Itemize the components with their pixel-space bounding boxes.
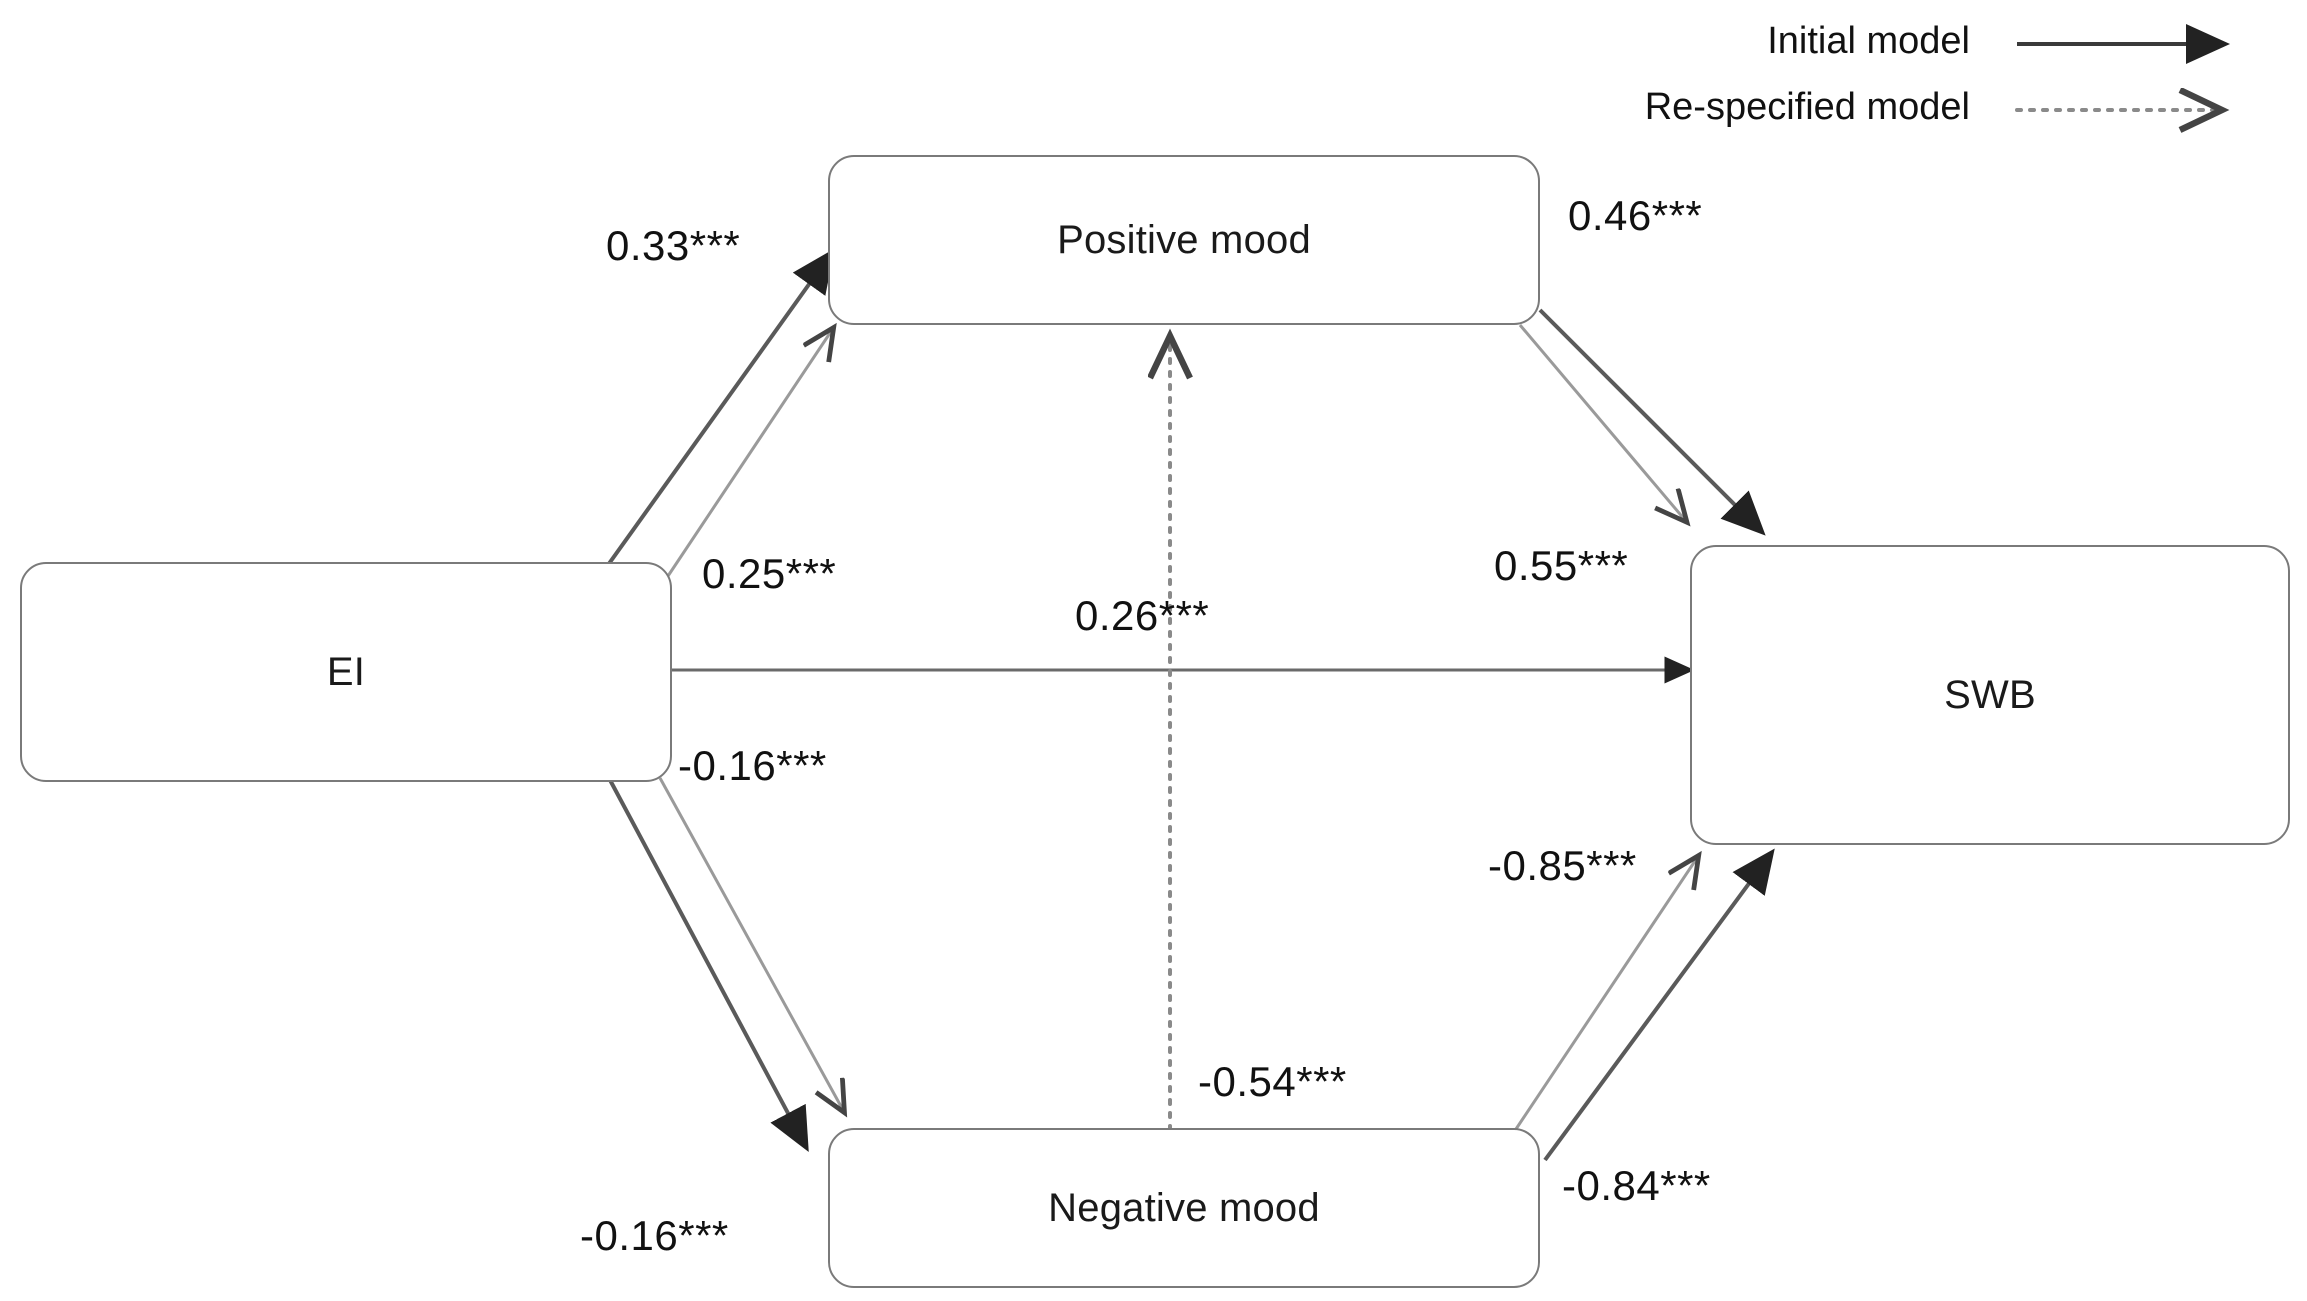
edge-ei-to-negative-initial <box>608 779 809 1153</box>
edge-ei-to-negative-respecified <box>658 777 843 1110</box>
edge-label-positive-swb-respecified: 0.55*** <box>1494 542 1629 589</box>
edge-negative-to-swb-respecified <box>1510 858 1697 1136</box>
edge-label-negative-positive-respecified: -0.54*** <box>1198 1058 1347 1105</box>
edge-positive-to-swb-respecified <box>1518 324 1685 520</box>
edge-ei-to-positive-respecified <box>658 330 832 589</box>
edge-negative-to-swb-initial <box>1543 848 1775 1162</box>
edge-label-negative-swb-respecified: -0.85*** <box>1488 842 1637 889</box>
edge-label-ei-positive-respecified: 0.25*** <box>702 550 837 597</box>
edge-label-negative-swb-initial: -0.84*** <box>1562 1162 1711 1209</box>
edge-ei-to-positive-initial <box>606 248 835 567</box>
edge-label-ei-negative-respecified: -0.16*** <box>678 742 827 789</box>
edge-label-ei-positive-initial: 0.33*** <box>606 222 741 269</box>
node-negative-mood[interactable]: Negative mood <box>828 1128 1540 1288</box>
edge-label-ei-negative-initial: -0.16*** <box>580 1212 729 1259</box>
edge-positive-to-swb-initial <box>1538 308 1766 536</box>
node-ei[interactable]: EI <box>20 562 672 782</box>
legend-label-respecified-model: Re-specified model <box>1644 86 1970 128</box>
edge-label-ei-swb-direct: 0.26*** <box>1075 592 1210 639</box>
node-positive-mood[interactable]: Positive mood <box>828 155 1540 325</box>
node-negative-mood-label: Negative mood <box>1048 1185 1320 1230</box>
node-positive-mood-label: Positive mood <box>1057 217 1311 262</box>
edge-label-positive-swb-initial: 0.46*** <box>1568 192 1703 239</box>
node-swb-label: SWB <box>1944 672 2036 717</box>
node-swb[interactable]: SWB <box>1690 545 2290 845</box>
legend-label-initial-model: Initial model <box>1767 20 1970 62</box>
node-ei-label: EI <box>326 649 366 694</box>
